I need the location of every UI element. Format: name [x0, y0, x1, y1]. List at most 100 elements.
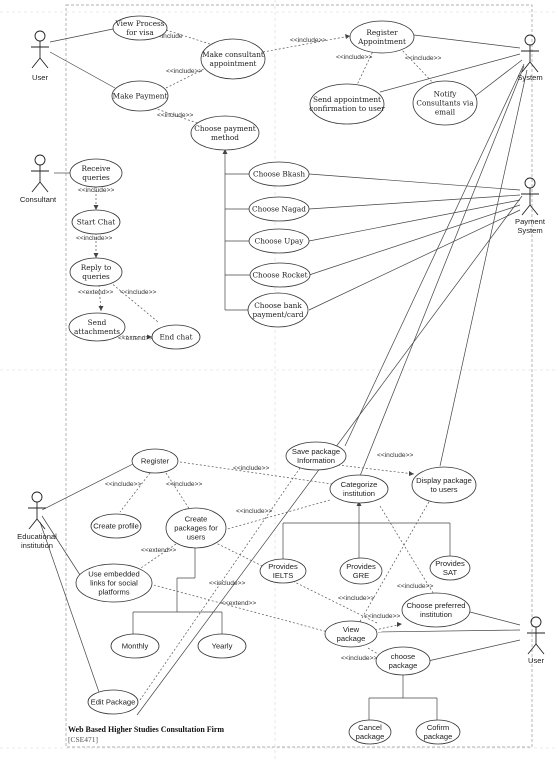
- use-case-label: Provides: [435, 559, 465, 568]
- use-case-label: institution: [420, 610, 452, 619]
- use-case-yearly: Yearly: [197, 633, 247, 659]
- use-case-label: End chat: [159, 333, 192, 342]
- use-case-label: attachments: [74, 327, 120, 336]
- stereotype-label: <<include>>: [120, 289, 156, 296]
- use-case-ellipse: [248, 161, 310, 187]
- actor-system: System: [517, 34, 543, 82]
- use-case-label: Start Chat: [77, 218, 116, 227]
- use-case-label: Cancel: [358, 723, 382, 732]
- use-case-ellipse: [401, 592, 471, 628]
- use-case-make-payment: Make Payment: [111, 80, 169, 112]
- actor-stick-part: [524, 177, 536, 189]
- actor-stick-part: [521, 204, 531, 216]
- use-case-label: Choose Bkash: [253, 170, 305, 179]
- use-case-label: institution: [343, 489, 375, 498]
- use-case-label: Save package: [292, 447, 340, 456]
- actor-stick-part: [31, 491, 43, 503]
- use-case-label: users: [187, 533, 206, 542]
- stereotype-label: <<include: [154, 33, 183, 40]
- use-case-ellipse: [324, 620, 378, 648]
- use-case-ellipse: [71, 209, 121, 235]
- stereotype-label: <<include>>: [78, 187, 114, 194]
- use-case-label: Create: [185, 515, 208, 524]
- actor-stick-part: [39, 57, 49, 69]
- stereotype-label: <<include>>: [105, 481, 141, 488]
- use-case-ellipse: [412, 80, 478, 126]
- stereotype-label: <<extend>>: [78, 289, 113, 296]
- use-case-choose-rocket: Choose Rocket: [249, 262, 311, 288]
- use-case-label: package: [356, 732, 385, 741]
- stereotype-label: <<include>>: [377, 452, 413, 459]
- use-case-label: package: [389, 661, 418, 670]
- use-case-ellipse: [112, 15, 168, 41]
- actor-stick-part: [34, 30, 46, 42]
- use-case-end-chat: End chat: [151, 324, 201, 350]
- use-case-ellipse: [329, 474, 389, 504]
- stereotype-label: <<include>>: [166, 481, 202, 488]
- stereotype-label: <<include>>: [405, 55, 441, 62]
- use-case-label: for visa: [126, 28, 154, 37]
- use-case-label: Create profile: [93, 522, 139, 531]
- use-case-label: Send: [88, 318, 107, 327]
- use-case-label: choose: [391, 652, 416, 661]
- use-case-label: Choose Rocket: [252, 271, 307, 280]
- use-case-label: Make Payment: [113, 92, 168, 101]
- use-case-label: Monthly: [122, 642, 149, 651]
- actor-stick-part: [535, 643, 545, 655]
- use-case-ellipse: [87, 689, 139, 715]
- use-case-ellipse: [200, 38, 266, 80]
- use-case-label: Categorize: [341, 480, 378, 489]
- use-case-label: packages for: [174, 524, 218, 533]
- use-case-label: Reply to: [81, 263, 112, 272]
- actor-user-bottom: User: [527, 616, 545, 665]
- use-case-label: queries: [82, 272, 110, 281]
- use-case-label: method: [211, 133, 239, 142]
- use-case-ellipse: [249, 262, 311, 288]
- actor-label: Educational: [17, 532, 57, 541]
- actor-stick-part: [530, 616, 542, 628]
- use-case-start-chat: Start Chat: [71, 209, 121, 235]
- actor-stick-part: [39, 181, 49, 193]
- use-case-ellipse: [259, 558, 307, 584]
- actor-stick-part: [521, 61, 531, 73]
- use-case-create-profile: Create profile: [90, 513, 142, 539]
- stereotype-labels: <<include <<include>> <<include>> <<include…: [76, 33, 441, 662]
- use-case-ellipse: [75, 563, 153, 603]
- use-case-ellipse: [111, 80, 169, 112]
- use-case-monthly: Monthly: [110, 633, 160, 659]
- actor-stick-part: [529, 204, 539, 216]
- actor-stick-part: [34, 154, 46, 166]
- use-case-ellipse: [190, 115, 260, 151]
- actor-label: System: [517, 226, 542, 235]
- use-case-label: email: [435, 108, 456, 117]
- actor-label: Consultant: [20, 195, 57, 204]
- actor-stick-part: [31, 181, 41, 193]
- use-case-label: Send appointment: [313, 95, 381, 104]
- use-case-ellipse: [285, 441, 347, 471]
- stereotype-label: <<extend>>: [141, 547, 176, 554]
- use-case-label: platforms: [98, 588, 129, 597]
- use-case-label: Choose Nagad: [252, 205, 306, 214]
- stereotype-label: <<include>>: [290, 37, 326, 44]
